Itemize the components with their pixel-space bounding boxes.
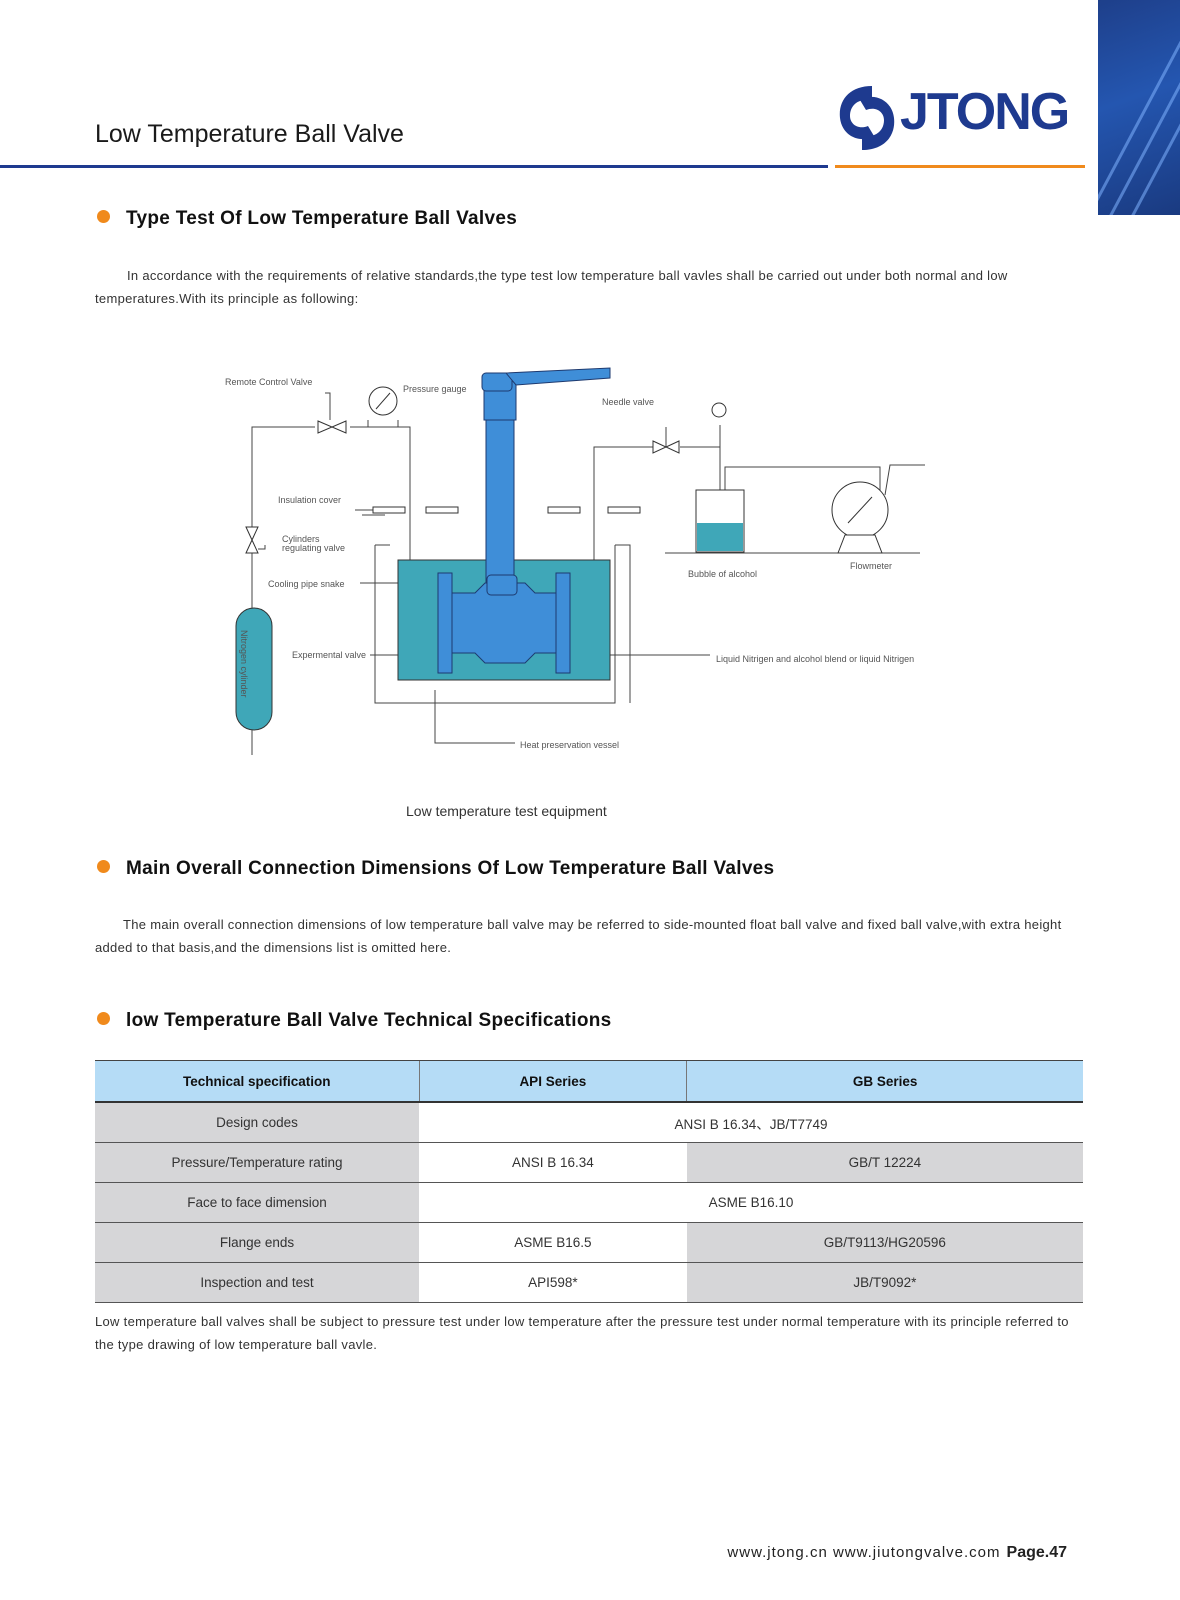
page-title: Low Temperature Ball Valve	[95, 120, 404, 148]
cell-gb: GB/T9113/HG20596	[686, 1222, 1083, 1263]
row-label: Inspection and test	[95, 1262, 419, 1303]
corner-decoration	[1098, 0, 1180, 215]
diagram-caption: Low temperature test equipment	[406, 803, 607, 819]
brand-logo: JTONG	[832, 78, 1087, 158]
section-heading-type-test: Type Test Of Low Temperature Ball Valves	[97, 208, 517, 230]
valve-handle	[504, 367, 611, 386]
spec-table: Technical specification API Series GB Se…	[95, 1060, 1083, 1303]
table-row: Flange ends ASME B16.5 GB/T9113/HG20596	[95, 1222, 1083, 1263]
cell-merged: ANSI B 16.34、JB/T7749	[419, 1102, 1083, 1143]
regulating-valve-icon	[245, 526, 259, 554]
label-nitrogen-cylinder: Nitrogen cylinder	[239, 630, 249, 698]
col-header-api: API Series	[418, 1060, 687, 1103]
logo-wordmark: JTONG	[900, 83, 1070, 141]
label-cylinders: Cylinders	[282, 534, 320, 544]
cell-api: API598*	[419, 1262, 687, 1303]
valve-stem	[485, 414, 515, 586]
row-label: Design codes	[95, 1102, 419, 1143]
label-needle-valve: Needle valve	[602, 397, 654, 407]
experimental-valve-icon	[437, 572, 571, 674]
section-heading-dimensions: Main Overall Connection Dimensions Of Lo…	[97, 858, 774, 880]
label-cooling-pipe-snake: Cooling pipe snake	[268, 579, 345, 589]
col-header-spec: Technical specification	[95, 1060, 419, 1103]
section-heading-text: low Temperature Ball Valve Technical Spe…	[126, 1010, 612, 1031]
bullet-icon	[97, 860, 110, 873]
col-header-gb: GB Series	[686, 1060, 1083, 1103]
bullet-icon	[97, 210, 110, 223]
header-divider	[0, 165, 828, 168]
cell-gb: JB/T9092*	[686, 1262, 1083, 1303]
section-heading-specifications: low Temperature Ball Valve Technical Spe…	[97, 1010, 612, 1032]
nitrogen-cylinder-icon	[235, 607, 273, 731]
footer-websites: www.jtong.cn www.jiutongvalve.com	[727, 1544, 1001, 1561]
cell-merged: ASME B16.10	[419, 1182, 1083, 1223]
page-number: Page.47	[1006, 1544, 1067, 1561]
header-accent-line	[835, 165, 1085, 168]
table-header-row: Technical specification API Series GB Se…	[95, 1060, 1083, 1103]
table-row: Pressure/Temperature rating ANSI B 16.34…	[95, 1142, 1083, 1183]
section-heading-text: Main Overall Connection Dimensions Of Lo…	[126, 858, 775, 879]
label-flowmeter: Flowmeter	[850, 561, 892, 571]
label-regulating-valve: regulating valve	[282, 543, 345, 553]
row-label: Face to face dimension	[95, 1182, 419, 1223]
pressure-test-note: Low temperature ball valves shall be sub…	[95, 1314, 1069, 1352]
remote-control-valve-icon	[317, 420, 347, 434]
label-remote-control-valve: Remote Control Valve	[225, 377, 312, 387]
pressure-gauge-icon	[368, 386, 398, 416]
table-row: Design codes ANSI B 16.34、JB/T7749	[95, 1102, 1083, 1143]
label-bubble-of-alcohol: Bubble of alcohol	[688, 569, 757, 579]
row-label: Flange ends	[95, 1222, 419, 1263]
label-pressure-gauge: Pressure gauge	[403, 384, 467, 394]
cell-gb: GB/T 12224	[686, 1142, 1083, 1183]
table-row: Face to face dimension ASME B16.10	[95, 1182, 1083, 1223]
alcohol-bottle-icon	[695, 489, 745, 553]
dimensions-paragraph: The main overall connection dimensions o…	[95, 917, 1062, 955]
row-label: Pressure/Temperature rating	[95, 1142, 419, 1183]
cell-api: ASME B16.5	[419, 1222, 687, 1263]
cell-api: ANSI B 16.34	[419, 1142, 687, 1183]
label-insulation-cover: Insulation cover	[278, 495, 341, 505]
flowmeter-icon	[831, 481, 889, 554]
needle-valve-icon	[652, 440, 680, 454]
bullet-icon	[97, 1012, 110, 1025]
section-heading-text: Type Test Of Low Temperature Ball Valves	[126, 208, 518, 229]
type-test-paragraph: In accordance with the requirements of r…	[95, 268, 1008, 306]
page-footer: www.jtong.cn www.jiutongvalve.com Page.47	[727, 1544, 1067, 1562]
label-heat-preservation-vessel: Heat preservation vessel	[520, 740, 619, 750]
label-experimental-valve: Expermental valve	[292, 650, 366, 660]
test-equipment-diagram: Remote Control Valve Pressure gauge Need…	[225, 367, 925, 755]
logo-swirl-icon	[839, 86, 895, 150]
table-row: Inspection and test API598* JB/T9092*	[95, 1262, 1083, 1303]
label-liquid-nitrogen: Liquid Nitrigen and alcohol blend or liq…	[716, 654, 914, 664]
